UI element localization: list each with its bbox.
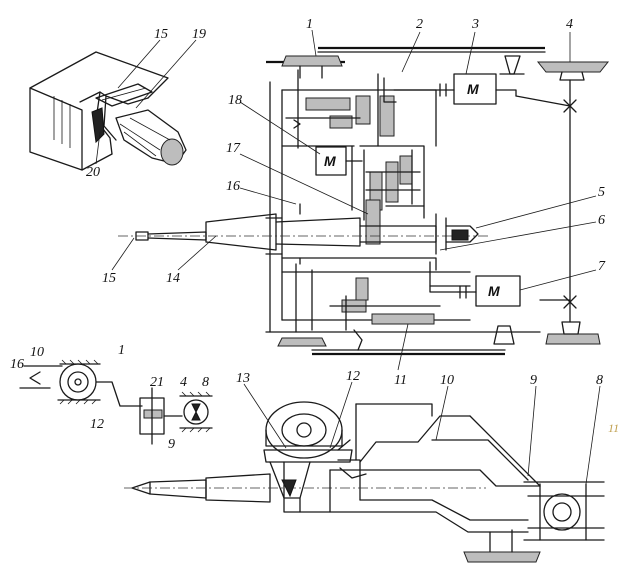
label-11: 11 (394, 373, 407, 388)
label-1-small: 1 (118, 343, 125, 358)
motor-7-label: M (488, 283, 500, 299)
label-21: 21 (150, 375, 164, 390)
motor-18-label: M (324, 153, 336, 169)
label-12-small: 12 (90, 417, 104, 432)
label-7: 7 (598, 259, 606, 274)
label-8-small: 8 (202, 375, 209, 390)
label-9-small: 9 (168, 437, 175, 452)
top-lathe-scheme: M M (118, 46, 610, 356)
label-4: 4 (566, 17, 573, 32)
label-12: 12 (346, 369, 360, 384)
leader-lines (95, 29, 601, 485)
label-4-small: 4 (180, 375, 187, 390)
label-10: 10 (440, 373, 454, 388)
inset-tool-holder (29, 51, 187, 171)
corner-pencil-mark: 11 (608, 421, 619, 435)
label-16: 16 (226, 179, 240, 194)
label-15: 15 (102, 271, 116, 286)
label-19: 19 (192, 27, 206, 42)
label-15-inset: 15 (154, 27, 168, 42)
label-10-small: 10 (30, 345, 44, 360)
label-9: 9 (530, 373, 537, 388)
part-labels: 1 2 3 4 5 6 7 18 17 16 15 14 11 15 19 20… (10, 17, 619, 452)
label-6: 6 (598, 213, 605, 228)
motor-3-label: M (467, 81, 479, 97)
label-2: 2 (416, 17, 423, 32)
label-16-small: 16 (10, 357, 24, 372)
label-17: 17 (226, 141, 241, 156)
label-14: 14 (166, 271, 180, 286)
label-20: 20 (86, 165, 100, 180)
label-3: 3 (471, 17, 479, 32)
label-8: 8 (596, 373, 603, 388)
bottom-carriage-scheme (124, 401, 605, 563)
label-18: 18 (228, 93, 242, 108)
small-schemes (19, 359, 213, 445)
label-1: 1 (306, 17, 313, 32)
label-13: 13 (236, 371, 250, 386)
label-5: 5 (598, 185, 605, 200)
